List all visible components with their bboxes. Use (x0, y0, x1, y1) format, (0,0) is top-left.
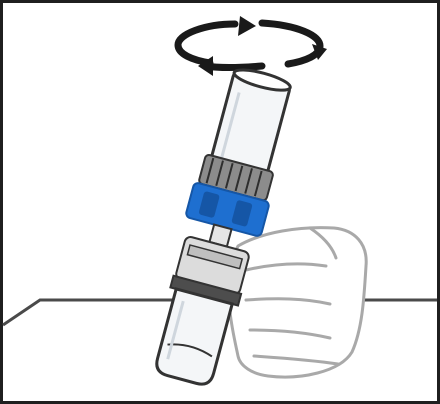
hand-icon (228, 228, 367, 377)
